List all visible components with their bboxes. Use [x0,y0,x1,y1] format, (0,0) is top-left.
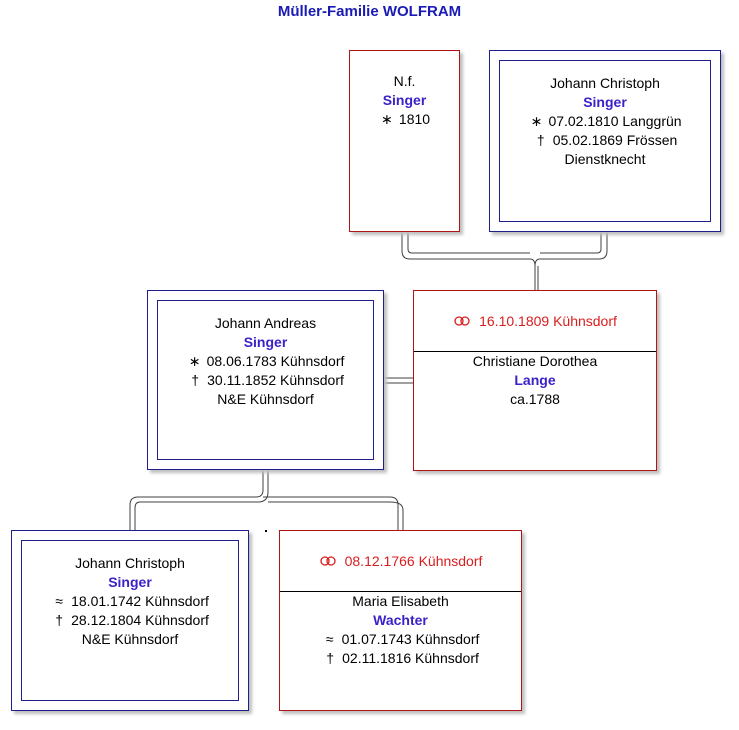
occupation: N&E Kühnsdorf [217,391,314,407]
connector-top-left-inner [407,232,530,254]
card-inner-frame: Johann Christoph Singer ∗07.02.1810 Lang… [499,60,711,222]
person-card-nf-singer[interactable]: N.f. Singer ∗1810 [349,50,460,232]
death-line: †02.11.1816 Kühnsdorf [280,649,521,668]
connector-bottom-right [263,496,399,530]
surname: Lange [514,372,556,388]
baptism-line: ≈01.07.1743 Kühnsdorf [280,630,521,649]
marriage-date: 08.12.1766 Kühnsdorf [344,553,483,569]
death-line: †28.12.1804 Kühnsdorf [22,611,238,630]
occupation: N&E Kühnsdorf [81,631,179,647]
dagger-icon: † [191,372,200,388]
birth-line: ca.1788 [510,391,560,407]
person-card-johann-christoph-1810[interactable]: Johann Christoph Singer ∗07.02.1810 Lang… [489,50,721,232]
connector-bottom-stem [129,470,264,530]
birth-line: ∗08.06.1783 Kühnsdorf [158,352,373,371]
birth-line: ∗07.02.1810 Langgrün [500,112,710,131]
marriage-date: 16.10.1809 Kühnsdorf [479,313,617,329]
baptism-line: ≈18.01.1742 Kühnsdorf [22,592,238,611]
person-card-johann-andreas[interactable]: Johann Andreas Singer ∗08.06.1783 Kühnsd… [147,290,384,470]
birth-symbol-icon: ∗ [188,353,201,369]
person-card-christiane-dorothea[interactable]: 16.10.1809 Kühnsdorf Christiane Dorothea… [413,290,657,471]
given-name: Johann Christoph [550,75,660,91]
given-name: N.f. [393,73,416,89]
surname: Singer [382,92,427,108]
marriage-line: 08.12.1766 Kühnsdorf [280,531,521,592]
occupation: Dienstknecht [564,151,646,167]
baptism-symbol-icon: ≈ [55,593,63,609]
connector-bottom-right-inner [268,501,404,530]
connector-bottom-stem-inner [134,470,269,530]
connector-top-left [401,232,536,290]
wedding-rings-icon [319,556,336,566]
birth-line: ∗1810 [350,110,459,129]
given-name: Maria Elisabeth [352,593,449,609]
connector-top-right [534,232,608,267]
marriage-line: 16.10.1809 Kühnsdorf [414,291,656,352]
surname: Singer [243,334,288,350]
given-name: Christiane Dorothea [472,353,598,369]
card-inner-frame: Johann Christoph Singer ≈18.01.1742 Kühn… [21,540,239,701]
birth-symbol-icon: ∗ [381,111,393,127]
birth-symbol-icon: ∗ [530,113,543,129]
dagger-icon: † [326,650,335,666]
death-line: †05.02.1869 Frössen [500,131,710,150]
wedding-rings-icon [454,316,470,326]
surname: Singer [108,574,152,590]
dagger-icon: † [55,612,63,628]
given-name: Johann Andreas [214,315,317,331]
surname: Wachter [373,612,428,628]
person-card-maria-elisabeth[interactable]: 08.12.1766 Kühnsdorf Maria Elisabeth Wac… [279,530,522,711]
surname: Singer [583,94,627,110]
death-line: †30.11.1852 Kühnsdorf [158,371,373,390]
given-name: Johann Christoph [75,555,185,571]
marker-dot [265,530,267,532]
card-inner-frame: Johann Andreas Singer ∗08.06.1783 Kühnsd… [157,300,374,460]
connector-top-right-inner [540,232,602,254]
page-title: Müller-Familie WOLFRAM [277,3,462,20]
dagger-icon: † [536,132,545,148]
baptism-symbol-icon: ≈ [325,631,334,647]
person-card-johann-christoph-1742[interactable]: Johann Christoph Singer ≈18.01.1742 Kühn… [11,530,249,711]
